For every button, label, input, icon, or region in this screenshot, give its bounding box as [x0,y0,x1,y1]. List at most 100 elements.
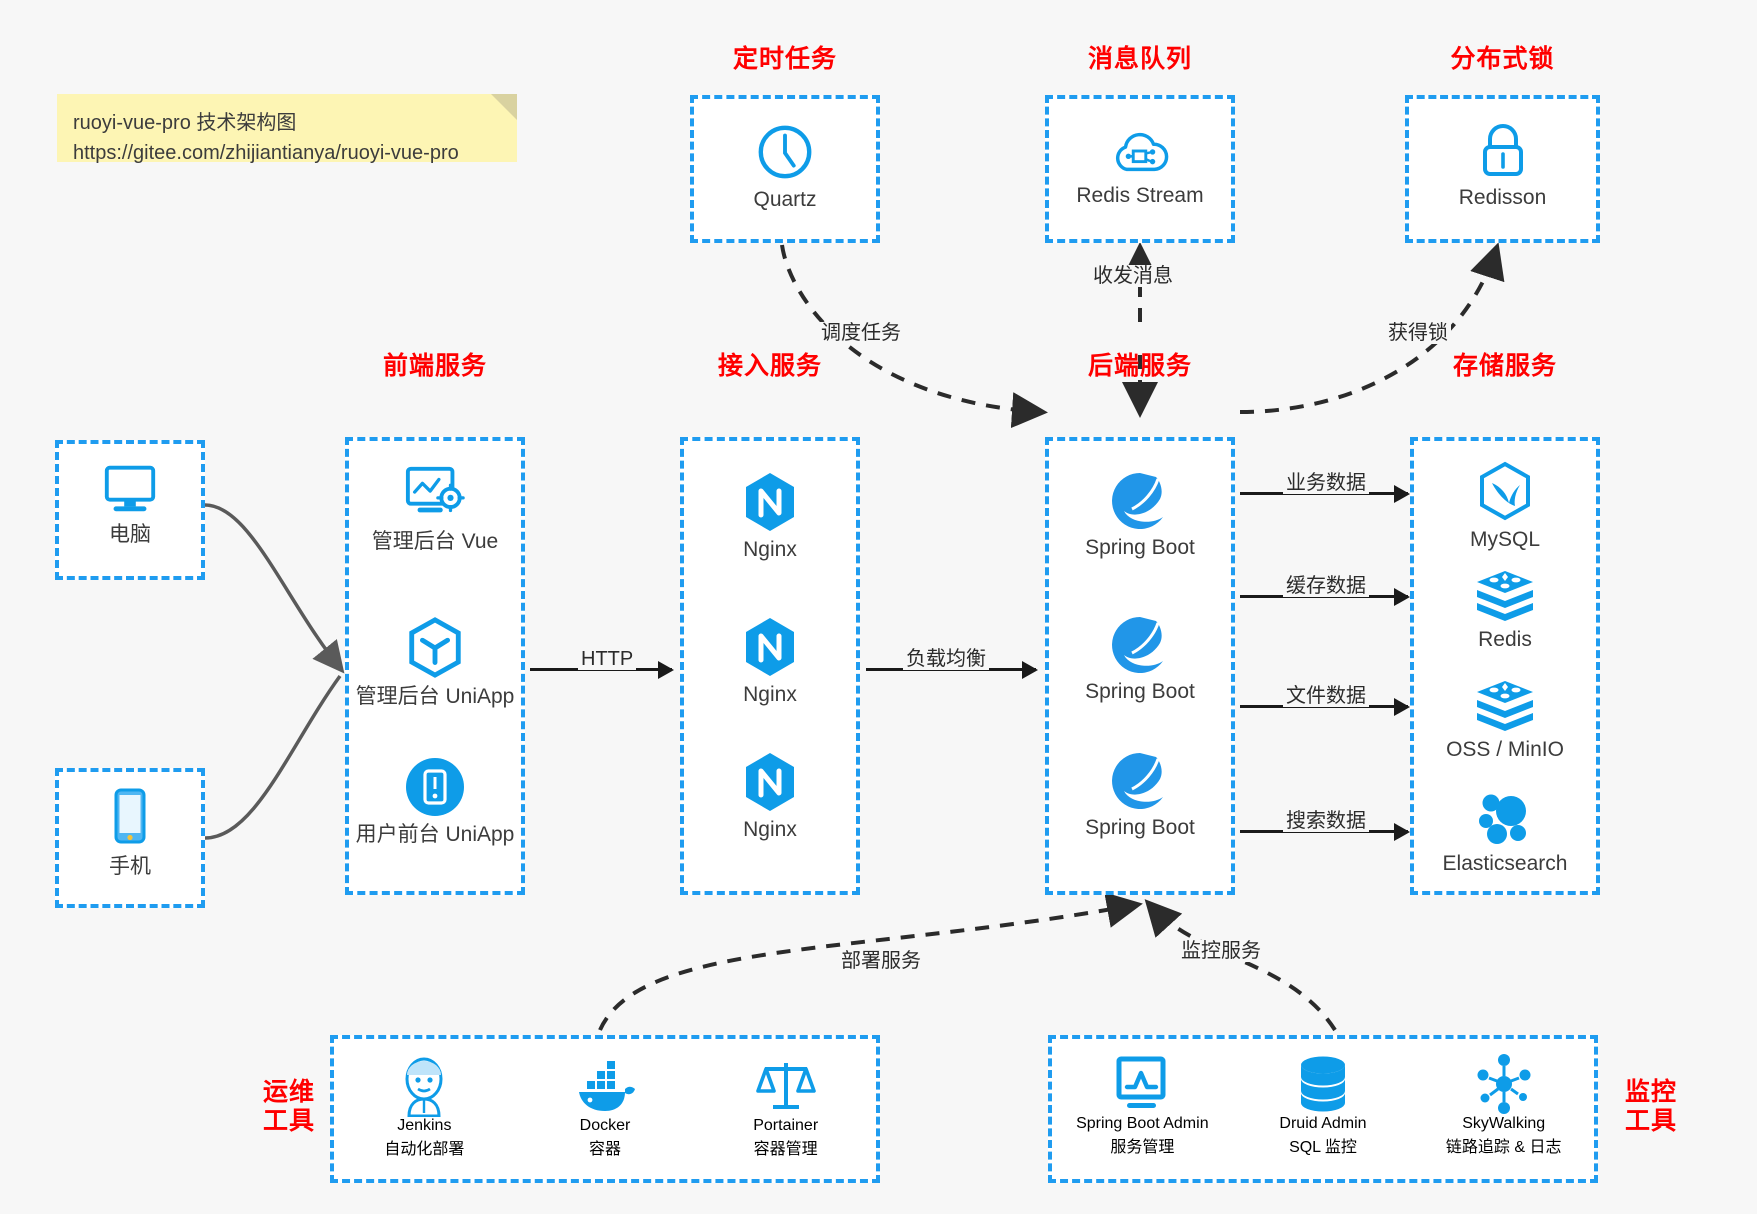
group-box-lock: Redisson [1405,95,1600,243]
node-user-uniapp[interactable]: 用户前台 UniApp [349,756,521,848]
node-label: Druid Admin [1279,1115,1367,1132]
node-label: Spring Boot Admin [1076,1115,1209,1132]
curve-monitor-to-backend [1144,899,1337,1032]
redis-stack-icon [1477,571,1533,621]
group-title-mq: 消息队列 [1087,45,1192,73]
node-oss-minio[interactable]: OSS / MinIO [1414,679,1596,763]
edge-label-search-data: 搜索数据 [1283,810,1369,832]
edge-label-schedule-task: 调度任务 [818,322,904,344]
edge-label-monitor-service: 监控服务 [1178,940,1264,962]
node-nginx-2[interactable]: Nginx [684,616,856,708]
node-sublabel: 容器管理 [753,1141,818,1158]
group-title-backend: 后端服务 [1087,352,1192,380]
title-note: ruoyi-vue-pro 技术架构图 https://gitee.com/zh… [57,94,517,164]
padlock-icon [1482,124,1523,176]
mysql-dolphin-icon [1480,461,1530,521]
node-label: OSS / MinIO [1446,738,1564,761]
redis-stack-icon [1477,681,1533,731]
node-sublabel: SQL 监控 [1289,1139,1357,1156]
node-nginx-1[interactable]: Nginx [684,471,856,563]
note-line-title: ruoyi-vue-pro 技术架构图 [73,112,297,134]
node-druid-admin[interactable]: Druid Admin SQL 监控 [1233,1053,1414,1157]
hexagon-cube-icon [409,617,461,678]
node-nginx-3[interactable]: Nginx [684,751,856,843]
spring-leaf-icon [1112,617,1163,673]
nginx-icon [746,473,794,531]
curve-mobile-to-frontend [204,674,342,840]
edge-label-acquire-lock: 获得锁 [1385,322,1451,344]
node-springboot-3[interactable]: Spring Boot [1049,749,1231,841]
node-elasticsearch[interactable]: Elasticsearch [1414,789,1596,877]
node-label: 用户前台 UniApp [355,823,515,846]
node-springboot-1[interactable]: Spring Boot [1049,469,1231,561]
node-sublabel: 自动化部署 [384,1141,465,1158]
node-admin-vue[interactable]: 管理后台 Vue [349,463,521,555]
group-box-frontend: 管理后台 Vue 管理后台 UniApp 用户前台 UniApp [345,437,525,895]
node-label: Spring Boot [1085,816,1195,839]
node-label: Spring Boot [1085,536,1195,559]
group-title-devops-line2: 工具 [262,1106,315,1135]
cloud-network-icon [1115,132,1169,172]
monitor-chart-icon [1116,1056,1166,1108]
skywalking-icon [1477,1054,1531,1114]
nginx-icon [746,753,794,811]
group-title-monitor-line2: 工具 [1624,1106,1677,1135]
note-fold-corner [491,94,517,120]
dashboard-gear-icon [405,466,465,513]
node-quartz[interactable]: Quartz [694,121,876,213]
group-title-monitor: 监控 工具 [1612,1078,1690,1136]
node-label: Quartz [753,188,817,211]
elasticsearch-icon [1479,794,1526,844]
node-label: Redis [1478,628,1532,651]
group-title-scheduler: 定时任务 [732,45,837,73]
group-box-mq: Redis Stream [1045,95,1235,243]
node-mobile[interactable]: 手机 [59,786,201,880]
node-label: Docker [579,1117,631,1134]
group-box-storage: MySQL Redis [1410,437,1600,895]
node-redis-stream[interactable]: Redis Stream [1049,123,1231,209]
node-sublabel: 服务管理 [1110,1139,1175,1156]
group-title-monitor-line1: 监控 [1624,1078,1677,1106]
node-label: MySQL [1469,528,1540,551]
database-icon [1301,1056,1345,1112]
node-docker[interactable]: Docker 容器 [515,1055,696,1159]
clock-icon [758,125,812,179]
edge-label-deploy-service: 部署服务 [838,950,924,972]
node-spring-boot-admin[interactable]: Spring Boot Admin 服务管理 [1052,1053,1233,1157]
group-box-devops: Jenkins 自动化部署 Docker 容器 [330,1035,880,1183]
node-portainer[interactable]: Portainer 容器管理 [695,1055,876,1159]
jenkins-butler-icon [405,1057,443,1117]
edge-label-business-data: 业务数据 [1283,472,1369,494]
node-label: Nginx [743,683,797,706]
node-sublabel: 容器 [589,1141,622,1158]
edge-label-file-data: 文件数据 [1283,685,1369,707]
group-box-client-pc: 电脑 [55,440,205,580]
node-admin-uniapp[interactable]: 管理后台 UniApp [349,616,521,710]
curve-pc-to-frontend [204,503,345,674]
node-label: Spring Boot [1085,680,1195,703]
node-redisson[interactable]: Redisson [1409,121,1596,211]
node-mysql[interactable]: MySQL [1414,461,1596,553]
group-box-backend: Spring Boot Spring Boot Spring Boot [1045,437,1235,895]
scales-icon [755,1063,816,1109]
node-label: SkyWalking [1462,1115,1546,1132]
node-label: Portainer [753,1117,819,1134]
node-pc[interactable]: 电脑 [59,460,201,548]
edge-label-http: HTTP [578,648,637,670]
curve-backend-to-redisson [1239,242,1505,414]
node-label: Elasticsearch [1442,852,1568,875]
node-label: Nginx [743,818,797,841]
node-redis[interactable]: Redis [1414,569,1596,653]
node-label: 管理后台 UniApp [355,685,515,708]
node-skywalking[interactable]: SkyWalking 链路追踪 & 日志 [1413,1053,1594,1157]
edge-label-load-balance: 负载均衡 [903,648,989,670]
node-springboot-2[interactable]: Spring Boot [1049,613,1231,705]
node-sublabel: 链路追踪 & 日志 [1445,1139,1562,1156]
group-title-devops-line1: 运维 [262,1078,315,1106]
node-label: Nginx [743,538,797,561]
nginx-icon [746,618,794,676]
node-label: 手机 [109,855,151,878]
group-title-frontend: 前端服务 [382,352,487,380]
node-jenkins[interactable]: Jenkins 自动化部署 [334,1055,515,1159]
